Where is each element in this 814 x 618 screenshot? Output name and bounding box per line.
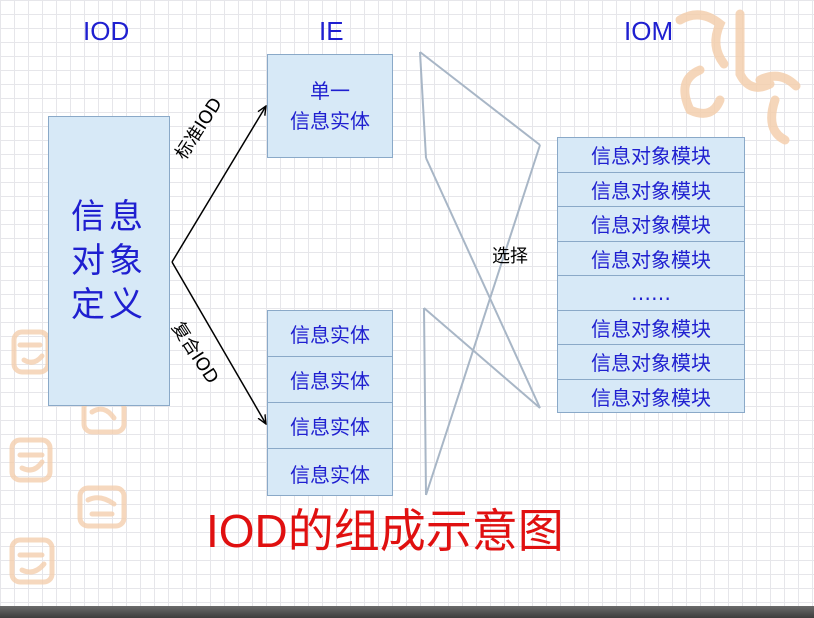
bottom-bar [0,606,814,618]
single-ie-line: 信息实体 [290,109,370,133]
iod-header: IOD [83,16,130,46]
iom-row: 信息对象模块 [591,386,711,411]
composite-ie-row: 信息实体 [268,311,392,357]
iod-definition-line: 定义 [71,285,147,325]
composite-iod-arrow [171,261,266,424]
iom-row: 信息对象模块 [558,242,744,276]
select-label: 选择 [492,246,528,267]
diagram-title: IOD的组成示意图 [206,508,564,554]
composite-ie-stack: 信息实体 信息实体 信息实体 信息实体 [267,310,393,496]
iom-header: IOM [624,16,674,46]
single-ie-box: 单一 信息实体 [267,54,393,158]
iod-definition-line: 信息 [71,197,147,237]
iom-row: 信息对象模块 [558,345,744,380]
title-cjk: 的组成示意图 [287,504,564,558]
iom-row: 信息对象模块 [558,138,744,173]
iod-definition-box: 信息 对象 定义 [48,116,170,406]
composite-ie-row: 信息实体 [268,403,392,449]
iom-row-ellipsis: …… [558,276,744,311]
iod-definition-line: 对象 [71,241,147,281]
composite-ie-row: 信息实体 [290,462,370,487]
iom-row: 信息对象模块 [558,207,744,242]
iom-stack: 信息对象模块 信息对象模块 信息对象模块 信息对象模块 …… 信息对象模块 信息… [557,137,745,413]
ie-header: IE [319,16,344,46]
composite-ie-row: 信息实体 [268,357,392,403]
single-ie-line: 单一 [310,79,350,103]
iom-row: 信息对象模块 [558,173,744,207]
iom-row: 信息对象模块 [558,311,744,345]
title-latin: IOD [206,505,288,557]
selection-cross [419,51,541,496]
standard-iod-arrow [171,106,266,263]
